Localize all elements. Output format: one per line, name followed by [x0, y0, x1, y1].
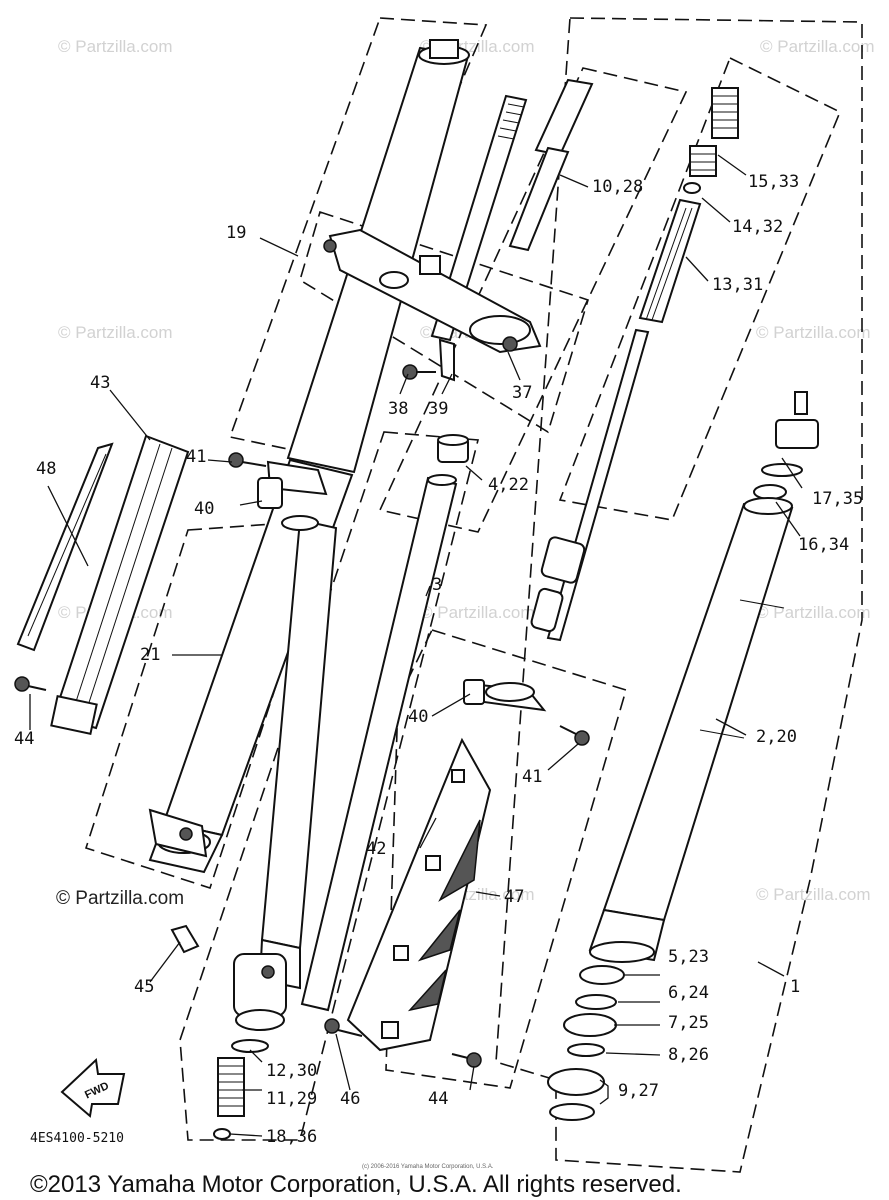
- part-45-clip: [170, 924, 200, 954]
- callout-42: 42: [366, 839, 386, 859]
- part-38-39-bolt-clip: [402, 338, 455, 382]
- part-41-bolts: [228, 452, 590, 746]
- part-5-9-seals: [547, 965, 625, 1121]
- part-13-31-rod: [530, 198, 702, 642]
- callout-43: 43: [90, 373, 110, 393]
- callout-38: 38: [388, 399, 408, 419]
- copyright-footer: ©2013 Yamaha Motor Corporation, U.S.A. A…: [30, 1171, 682, 1198]
- diagram-code: 4ES4100-5210: [30, 1131, 124, 1146]
- part-14-15-springs: [683, 87, 739, 194]
- part-43-48-guard: [16, 434, 190, 736]
- part-2-20-outer-tube: [588, 497, 794, 963]
- callout-41-upper: 41: [186, 447, 206, 467]
- callout-48: 48: [36, 459, 56, 479]
- callout-39: 39: [428, 399, 448, 419]
- callout-12-30: 12,30: [266, 1061, 317, 1081]
- watermark: © Partzilla.com: [58, 323, 173, 342]
- part-37-bracket: [323, 228, 542, 354]
- callout-8-26: 8,26: [668, 1045, 709, 1065]
- callout-15-33: 15,33: [748, 172, 799, 192]
- callout-9-27: 9,27: [618, 1081, 659, 1101]
- callout-4-22: 4,22: [488, 475, 529, 495]
- watermark-dark: © Partzilla.com: [56, 888, 184, 909]
- watermark: © Partzilla.com: [58, 37, 173, 56]
- callout-45: 45: [134, 977, 154, 997]
- part-44-bolts: [14, 676, 482, 1068]
- fwd-arrow-icon: FWD: [60, 1057, 126, 1118]
- small-print: (c) 2006-2016 Yamaha Motor Corporation, …: [362, 1164, 494, 1170]
- part-42-47-guard: [346, 737, 492, 1052]
- watermark: © Partzilla.com: [420, 603, 535, 622]
- callout-40-lower: 40: [408, 707, 428, 727]
- callout-17-35: 17,35: [812, 489, 863, 509]
- callout-2-20: 2,20: [756, 727, 797, 747]
- watermark: © Partzilla.com: [756, 603, 871, 622]
- callout-40-upper: 40: [194, 499, 214, 519]
- part-40-clamps: [257, 460, 547, 712]
- callout-16-34: 16,34: [798, 535, 849, 555]
- callout-44-left: 44: [14, 729, 34, 749]
- callout-41-lower: 41: [522, 767, 542, 787]
- callout-47: 47: [504, 887, 524, 907]
- part-4-22-bushing: [437, 434, 469, 463]
- part-46-bolt: [324, 1018, 363, 1037]
- watermark: © Partzilla.com: [756, 885, 871, 904]
- threaded-rod: [430, 94, 528, 342]
- callout-21: 21: [140, 645, 160, 665]
- callout-5-23: 5,23: [668, 947, 709, 967]
- part-11-12-18-lower: [213, 1039, 269, 1140]
- callout-1: 1: [790, 977, 800, 997]
- callout-13-31: 13,31: [712, 275, 763, 295]
- callout-18-36: 18,36: [266, 1127, 317, 1147]
- callout-14-32: 14,32: [732, 217, 783, 237]
- watermark: © Partzilla.com: [756, 323, 871, 342]
- callout-11-29: 11,29: [266, 1089, 317, 1109]
- callout-37: 37: [512, 383, 532, 403]
- watermark: © Partzilla.com: [760, 37, 875, 56]
- callout-7-25: 7,25: [668, 1013, 709, 1033]
- callout-44-right: 44: [428, 1089, 448, 1109]
- callout-labels: 1 2,20 3 4,22 5,23 6,24 7,25 8,26 9,27 1…: [14, 172, 863, 1147]
- callout-3: 3: [432, 575, 442, 595]
- part-17-35-cap-bolt: [753, 391, 819, 500]
- part-3-tube: [300, 474, 458, 1012]
- callout-46: 46: [340, 1089, 360, 1109]
- left-axle-bracket: [148, 808, 208, 858]
- callout-10-28: 10,28: [592, 177, 643, 197]
- callout-19: 19: [226, 223, 246, 243]
- callout-6-24: 6,24: [668, 983, 709, 1003]
- part-10-28-damper: [508, 78, 594, 252]
- leader-lines: [29, 154, 803, 1137]
- lower-fork-leg: [233, 938, 301, 1031]
